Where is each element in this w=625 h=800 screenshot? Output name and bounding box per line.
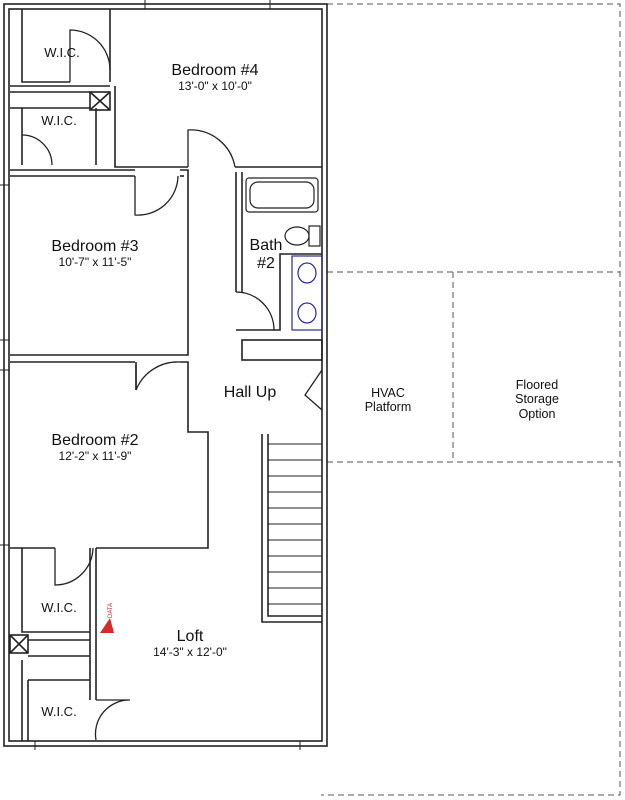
- data-marker-icon: [100, 618, 114, 633]
- sink-icon-2: [297, 302, 317, 324]
- bedroom3-name: Bedroom #3: [51, 238, 139, 255]
- loft-name: Loft: [176, 628, 204, 645]
- toilet-icon: [284, 226, 310, 246]
- bedroom4-name: Bedroom #4: [171, 62, 259, 79]
- bath2-line1: Bath: [249, 237, 283, 254]
- hall-label: Hall Up: [223, 384, 277, 401]
- vanity: [291, 255, 323, 331]
- bedroom4-dims: 13'-0" x 10'-0": [178, 79, 252, 94]
- wic-label-3: W.I.C.: [41, 600, 77, 615]
- bedroom2-dims: 12'-2" x 11'-9": [58, 449, 132, 464]
- interior-walls: [9, 9, 323, 741]
- sink-icon: [297, 262, 317, 284]
- wic-label-2: W.I.C.: [41, 113, 77, 128]
- storage-line3: Option: [518, 406, 556, 421]
- wic-label-4: W.I.C.: [41, 704, 77, 719]
- wic-label-1: W.I.C.: [44, 45, 80, 60]
- stair-treads: [268, 443, 322, 605]
- attic-dashed-outline: [321, 3, 621, 796]
- hvac-line2: Platform: [364, 400, 412, 415]
- bedroom2-name: Bedroom #2: [51, 432, 139, 449]
- windows: [0, 0, 301, 750]
- data-marker-label: DATA: [108, 602, 114, 618]
- door-swings: [21, 29, 323, 741]
- storage-line1: Floored: [515, 378, 559, 392]
- exterior-walls: [3, 3, 328, 747]
- bath-fixtures: [245, 177, 323, 331]
- bathtub: [245, 177, 319, 213]
- hvac-line1: HVAC: [371, 386, 405, 400]
- bedroom3-dims: 10'-7" x 11'-5": [58, 255, 132, 270]
- loft-dims: 14'-3" x 12'-0": [153, 645, 227, 660]
- bath2-line2: #2: [257, 255, 275, 273]
- storage-line2: Storage: [515, 392, 559, 407]
